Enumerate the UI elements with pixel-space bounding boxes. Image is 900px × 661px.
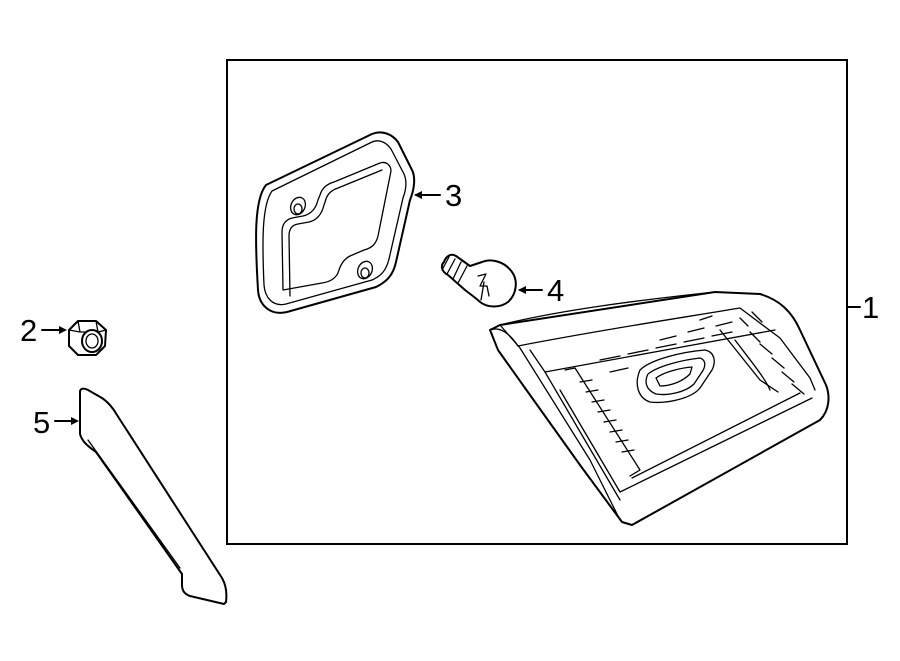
callout-2-label: 2 <box>20 313 37 348</box>
trim-molding-icon[interactable] <box>79 387 228 605</box>
callout-2[interactable]: 2 <box>20 313 67 348</box>
callout-3[interactable]: 3 <box>414 178 462 213</box>
nut-icon[interactable] <box>68 320 107 356</box>
gasket-icon[interactable] <box>255 131 416 314</box>
callout-4[interactable]: 4 <box>518 273 564 308</box>
callout-5-label: 5 <box>33 405 50 440</box>
callout-1[interactable]: 1 <box>846 290 879 325</box>
bulb-icon[interactable] <box>440 253 517 308</box>
assembly-frame <box>226 59 848 545</box>
callout-1-label: 1 <box>862 290 879 325</box>
callout-4-label: 4 <box>547 273 564 308</box>
tail-lamp-assembly-icon[interactable] <box>489 291 830 526</box>
callout-3-label: 3 <box>445 178 462 213</box>
callout-5[interactable]: 5 <box>33 405 79 440</box>
